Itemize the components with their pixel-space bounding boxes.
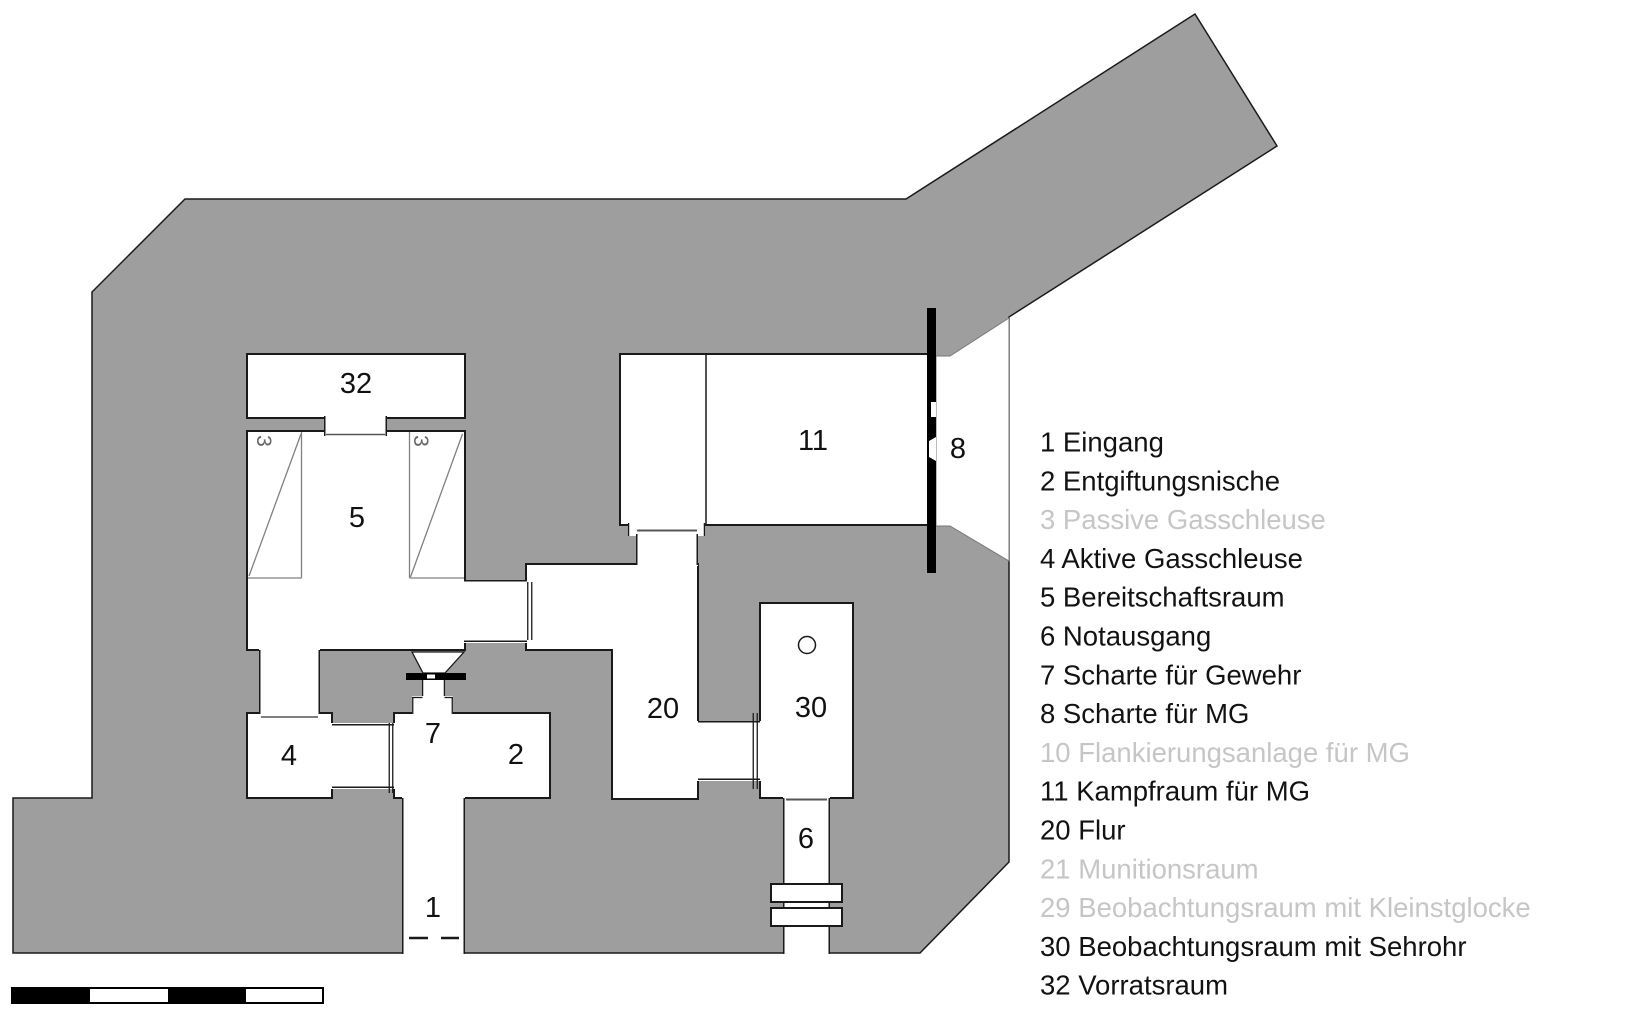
legend-item: 21 Munitionsraum — [1040, 853, 1259, 884]
embrasure-7-slit — [427, 674, 435, 679]
legend: 1 Eingang 2 Entgiftungsnische 3 Passive … — [1040, 427, 1531, 1001]
label-room-2: 2 — [508, 739, 524, 771]
room-32-vorratsraum — [246, 353, 466, 419]
label-embrasure-7: 7 — [425, 718, 441, 750]
legend-item: 8 Scharte für MG — [1040, 698, 1249, 729]
legend-item: 7 Scharte für Gewehr — [1040, 659, 1301, 690]
label-room-30: 30 — [795, 692, 827, 724]
label-entrance-1: 1 — [425, 892, 441, 924]
label-room-32: 32 — [340, 368, 372, 400]
legend-item: 4 Aktive Gasschleuse — [1040, 543, 1303, 574]
passage-20-30 — [696, 713, 762, 789]
exit-rung — [770, 907, 843, 927]
label-room-4: 4 — [281, 740, 297, 772]
embrasure-8-slit — [931, 402, 936, 417]
passage-4-2 — [330, 723, 395, 793]
label-room-5: 5 — [349, 502, 365, 534]
legend-item: 32 Vorratsraum — [1040, 970, 1228, 1001]
legend-item: 29 Beobachtungsraum mit Kleinstglocke — [1040, 892, 1531, 923]
label-room-11: 11 — [798, 425, 828, 457]
legend-item: 10 Flankierungsanlage für MG — [1040, 737, 1410, 768]
embrasure-7-armor-bar — [406, 673, 466, 680]
embrasure-7-assembly — [406, 651, 466, 716]
room-30-beobachtungsraum — [759, 602, 854, 799]
legend-item: 6 Notausgang — [1040, 621, 1211, 652]
room-5-bereitschaftsraum — [246, 430, 466, 651]
label-exit-6: 6 — [798, 823, 814, 855]
legend-item: 30 Beobachtungsraum mit Sehrohr — [1040, 931, 1467, 962]
exit-rung — [770, 883, 843, 903]
label-gas-lock-left: 3 — [252, 435, 275, 447]
label-embrasure-8: 8 — [950, 433, 966, 465]
room-2-entgiftungsnische — [393, 712, 551, 799]
embrasure-8-armor-bar — [927, 308, 936, 573]
legend-item: 5 Bereitschaftsraum — [1040, 582, 1285, 613]
entrance-corridor-1 — [402, 796, 465, 955]
label-corridor-20: 20 — [647, 693, 679, 725]
legend-item: 11 Kampfraum für MG — [1040, 776, 1310, 807]
room-11-kampfraum — [619, 353, 929, 526]
door-32-5 — [324, 416, 387, 437]
periscope-icon — [797, 635, 817, 655]
room-4-gasschleuse — [246, 712, 333, 799]
passage-11-20 — [627, 523, 706, 566]
room-number-labels: 32 5 3 3 4 7 2 1 20 30 6 11 8 — [252, 368, 966, 924]
scale-bar — [11, 987, 324, 1004]
emergency-exit-6 — [770, 796, 843, 956]
legend-item: 20 Flur — [1040, 815, 1126, 846]
embrasure-8-slit — [929, 437, 936, 461]
legend-item: 3 Passive Gasschleuse — [1040, 504, 1326, 535]
legend-item: 1 Eingang — [1040, 427, 1164, 458]
gas-lock-compartments — [248, 432, 464, 579]
passage-5-4 — [259, 648, 320, 718]
legend-item: 2 Entgiftungsnische — [1040, 465, 1280, 496]
label-gas-lock-right: 3 — [409, 435, 432, 447]
passage-5-20 — [462, 580, 533, 643]
